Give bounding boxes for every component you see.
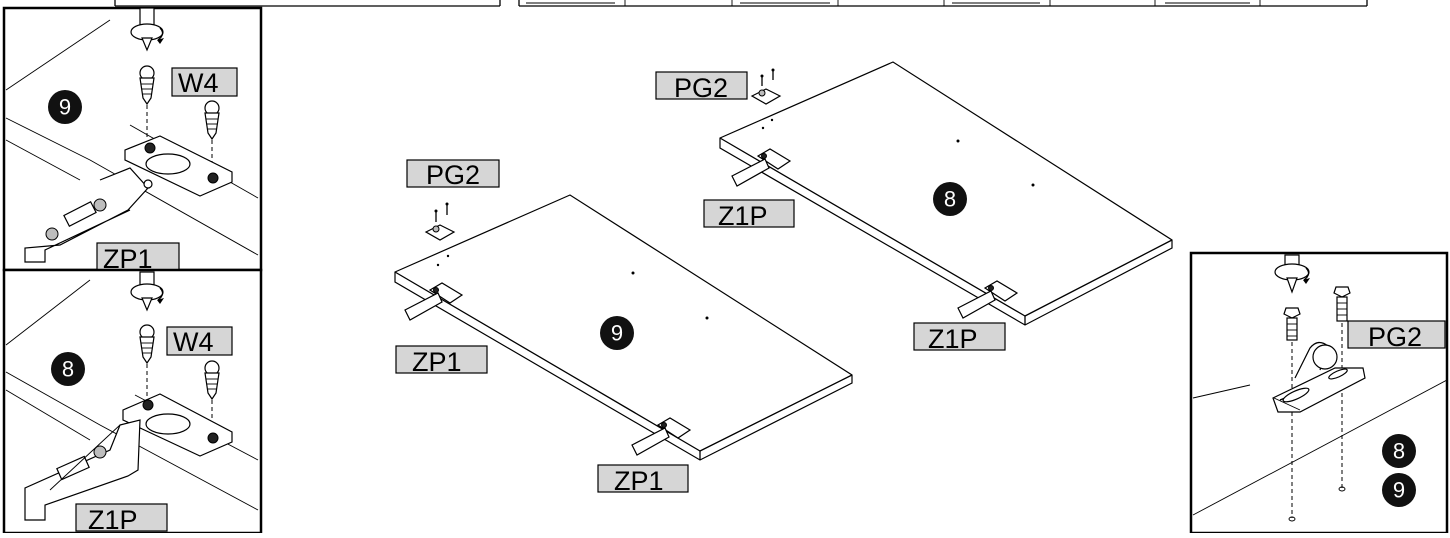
step-number-text: 8	[1393, 439, 1405, 464]
label-box	[406, 159, 500, 188]
label-zp1: ZP1	[412, 347, 462, 377]
step-number-text: 8	[944, 187, 956, 212]
label-pg2: PG2	[426, 160, 480, 190]
label-zp1: ZP1	[614, 466, 664, 496]
detail-panel-leveler: PG2 8 9	[1189, 251, 1449, 535]
label-box	[597, 464, 689, 493]
step-number-text: 9	[611, 321, 623, 346]
detail-panel-hinge-8: 8 W4 Z1P	[2, 268, 263, 535]
step-number-text: 9	[1393, 478, 1405, 503]
door-panel-8: 8 PG2 Z1P Z1P	[655, 61, 1173, 354]
step-number-badge	[48, 90, 82, 124]
label-box	[75, 503, 168, 532]
label-box	[395, 345, 488, 374]
label-pg2: PG2	[1368, 322, 1422, 352]
label-pg2: PG2	[674, 73, 728, 103]
step-number-text: 9	[59, 95, 71, 120]
step-number-badge	[51, 352, 85, 386]
top-parts-table-right	[518, 0, 1368, 7]
screwdriver-icon	[130, 7, 164, 52]
step-number-badge	[600, 316, 634, 350]
hinge-icon	[404, 282, 464, 321]
hinge-icon	[957, 280, 1019, 319]
screw-icon	[139, 324, 155, 402]
leveler-icon	[1272, 341, 1366, 413]
step-number-text: 8	[62, 357, 74, 382]
label-z1p: Z1P	[928, 324, 978, 354]
leveler-icon	[424, 202, 456, 241]
screwdriver-icon	[1274, 254, 1310, 294]
hinge-icon	[631, 417, 692, 456]
top-parts-table-left	[114, 0, 501, 7]
hinge-icon	[24, 135, 233, 263]
label-box	[655, 71, 748, 100]
step-number-badge	[1382, 473, 1416, 507]
screw-icon	[1333, 286, 1351, 492]
leveler-icon	[750, 68, 782, 105]
hinge-icon	[731, 148, 792, 187]
label-w4: W4	[173, 327, 214, 357]
screw-icon	[139, 65, 155, 140]
label-box	[913, 322, 1006, 351]
label-w4: W4	[178, 68, 219, 98]
label-box	[1347, 320, 1446, 349]
screw-icon	[204, 100, 220, 172]
label-box	[166, 326, 233, 356]
label-box	[703, 199, 795, 228]
label-z1p: Z1P	[88, 505, 138, 533]
screwdriver-icon	[130, 271, 164, 312]
label-box	[171, 67, 238, 97]
label-z1p: Z1P	[718, 201, 768, 231]
door-panel-9: 9 PG2 ZP1 ZP1	[394, 159, 853, 496]
screw-icon	[1283, 307, 1301, 522]
detail-panel-hinge-9: 9 W4 ZP1	[2, 6, 263, 274]
screw-icon	[204, 360, 220, 432]
step-number-badge	[1382, 434, 1416, 468]
hinge-icon	[24, 393, 233, 521]
step-number-badge	[933, 182, 967, 216]
